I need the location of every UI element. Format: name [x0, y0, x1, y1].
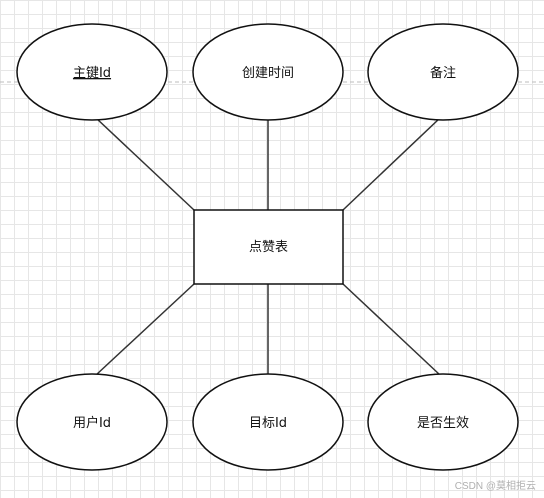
edge-user-id: [95, 283, 195, 376]
attribute-label-remark: 备注: [430, 65, 456, 81]
attribute-label-primary-key: 主键Id: [73, 66, 111, 81]
entity-label: 点赞表: [249, 240, 288, 255]
edge-is-active: [342, 283, 441, 376]
entity-like-table[interactable]: 点赞表: [193, 209, 344, 285]
edge-remark: [342, 117, 441, 211]
attribute-create-time[interactable]: 创建时间: [192, 23, 344, 121]
attribute-label-target-id: 目标Id: [249, 416, 287, 431]
watermark-text: CSDN @莫相拒云: [454, 481, 536, 492]
edge-primary-key: [95, 117, 195, 211]
attribute-label-is-active: 是否生效: [417, 416, 469, 431]
attribute-target-id[interactable]: 目标Id: [192, 373, 344, 471]
attribute-label-user-id: 用户Id: [73, 415, 111, 431]
attribute-remark[interactable]: 备注: [367, 23, 519, 121]
attribute-label-create-time: 创建时间: [242, 66, 294, 81]
attribute-is-active[interactable]: 是否生效: [367, 373, 519, 471]
attribute-primary-key[interactable]: 主键Id: [16, 23, 168, 121]
attribute-user-id[interactable]: 用户Id: [16, 373, 168, 471]
